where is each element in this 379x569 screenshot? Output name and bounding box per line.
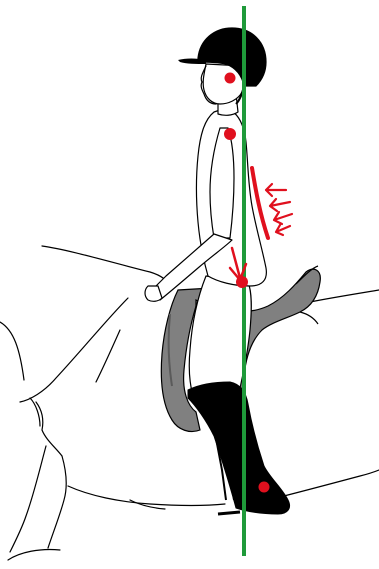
hip-point-marker <box>236 276 248 288</box>
shoulder-point-marker <box>224 128 236 140</box>
ankle-point-marker <box>259 482 270 493</box>
ear-point-marker <box>225 73 236 84</box>
riding-boot <box>188 382 290 514</box>
lower-back-push-arrows <box>266 184 292 235</box>
